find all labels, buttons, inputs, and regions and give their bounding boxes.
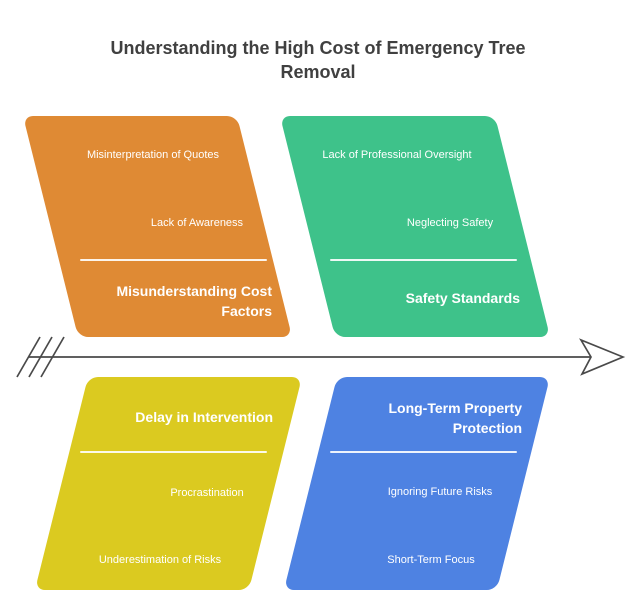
cause-label: Underestimation of Risks [98, 554, 222, 566]
branch-divider [80, 259, 267, 261]
cause-label: Misinterpretation of Quotes [86, 149, 220, 161]
branch-divider [330, 259, 517, 261]
cause-label: Short-Term Focus [387, 554, 475, 566]
diagram-title: Understanding the High Cost of Emergency… [110, 38, 526, 82]
branch-divider [80, 451, 267, 453]
cause-label: Ignoring Future Risks [387, 486, 493, 498]
cause-label: Lack of Awareness [150, 217, 244, 229]
branch-divider [330, 451, 517, 453]
arrow-head [578, 338, 626, 376]
cause-label: Procrastination [170, 487, 244, 499]
branch-label: Misunderstanding Cost Factors [116, 283, 272, 319]
branch-label: Long-Term Property Protection [388, 400, 522, 436]
branch-label: Safety Standards [405, 290, 520, 306]
cause-label: Neglecting Safety [406, 217, 494, 229]
spine-arrow [16, 336, 626, 378]
cause-label: Lack of Professional Oversight [322, 149, 472, 161]
branch-label: Delay in Intervention [135, 409, 273, 425]
